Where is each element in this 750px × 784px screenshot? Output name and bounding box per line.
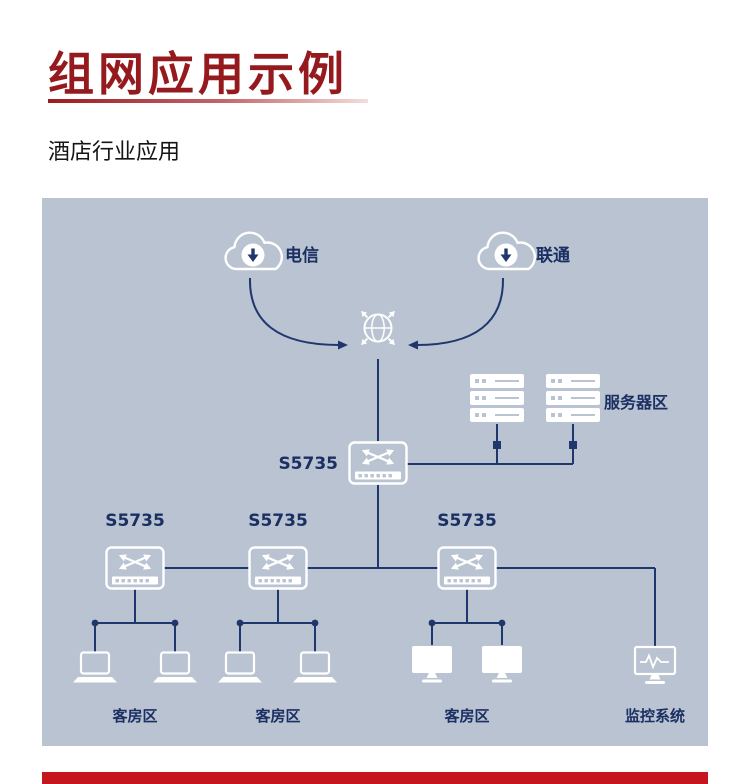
laptop-icon-3 bbox=[216, 651, 264, 684]
guest-zone-1-label: 客房区 bbox=[112, 707, 158, 725]
title-underline bbox=[48, 99, 368, 103]
network-diagram-panel: 电信 联通 S5735 服务器区 S5735 S5735 S5735 客房区 客… bbox=[42, 198, 708, 746]
access-switch-icon-1 bbox=[105, 546, 165, 590]
core-switch-label: S5735 bbox=[278, 454, 338, 474]
surveillance-monitor-icon bbox=[633, 645, 677, 686]
laptop-icon-1 bbox=[71, 651, 119, 684]
arrowhead-to-globe-left bbox=[338, 340, 348, 350]
page-title: 组网应用示例 bbox=[48, 47, 348, 101]
arrowhead-to-globe-right bbox=[408, 340, 418, 350]
access-switch-3-label: S5735 bbox=[437, 511, 497, 531]
page-subtitle: 酒店行业应用 bbox=[48, 140, 181, 165]
server-rack-icon-2 bbox=[545, 373, 601, 423]
access-switch-1-label: S5735 bbox=[105, 511, 165, 531]
unicom-cloud-icon bbox=[476, 230, 537, 271]
internet-globe-icon bbox=[357, 307, 399, 349]
server-area-label: 服务器区 bbox=[604, 393, 669, 412]
laptop-icon-2 bbox=[151, 651, 199, 684]
access-switch-icon-3 bbox=[437, 546, 497, 590]
unicom-cloud-label: 联通 bbox=[536, 246, 570, 266]
access-switch-2-label: S5735 bbox=[248, 511, 308, 531]
network-diagram-graphic bbox=[71, 230, 677, 686]
guest-zone-3-label: 客房区 bbox=[444, 707, 490, 725]
junction-nodes bbox=[91, 340, 577, 627]
telecom-cloud-label: 电信 bbox=[285, 246, 319, 266]
guest-zone-2-label: 客房区 bbox=[255, 707, 301, 725]
telecom-cloud-icon bbox=[223, 230, 284, 271]
desktop-monitor-icon-1 bbox=[412, 646, 452, 683]
desktop-monitor-icon-2 bbox=[482, 646, 522, 683]
access-switch-icon-2 bbox=[248, 546, 308, 590]
core-switch-icon bbox=[348, 441, 408, 485]
laptop-icon-4 bbox=[291, 651, 339, 684]
bottom-accent-bar bbox=[42, 772, 708, 784]
server-rack-icon-1 bbox=[469, 373, 525, 423]
monitoring-system-label: 监控系统 bbox=[624, 707, 685, 725]
